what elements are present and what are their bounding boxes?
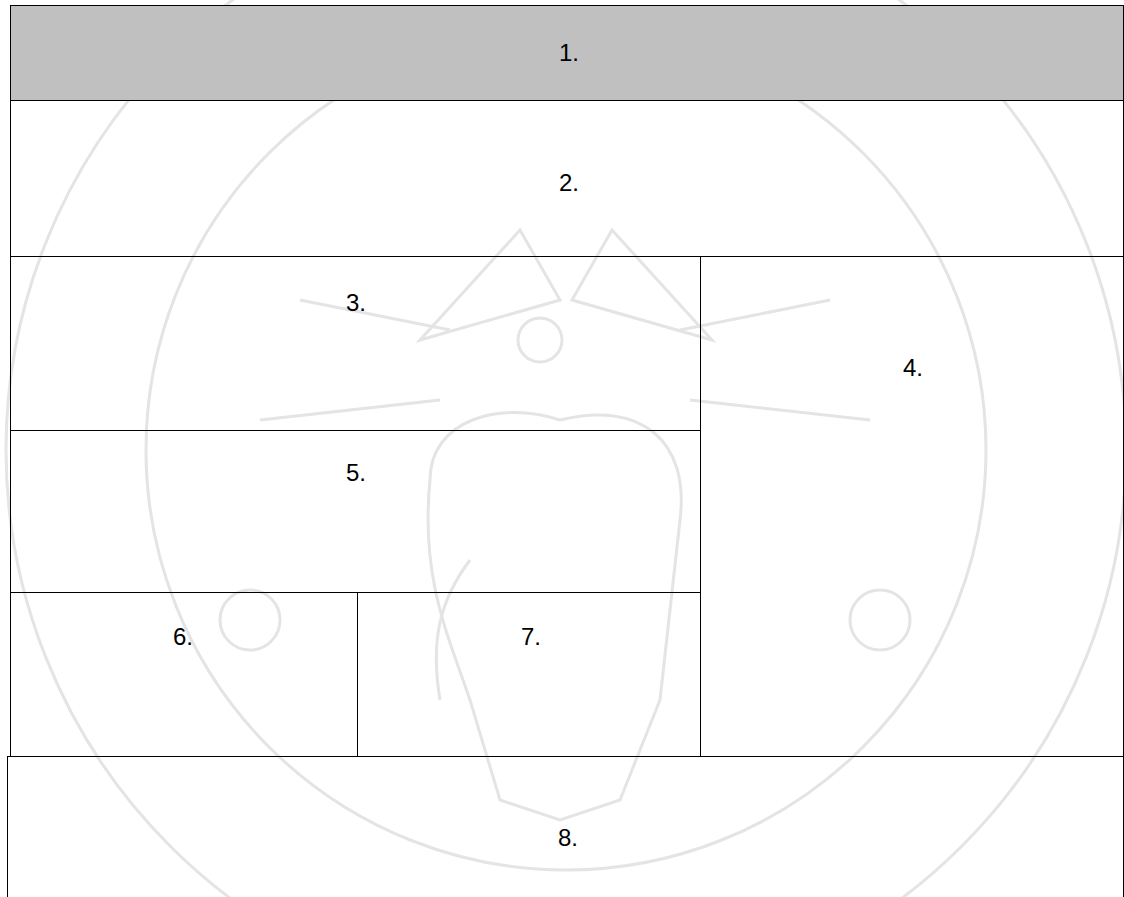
layout-region: 5.	[10, 430, 701, 593]
region-number: 8.	[558, 824, 578, 853]
layout-region: 7.	[357, 592, 701, 757]
region-number: 7.	[521, 623, 541, 652]
region-number: 5.	[346, 459, 366, 488]
region-number: 4.	[903, 354, 923, 383]
layout-region: 8.	[7, 756, 1124, 897]
region-number: 1.	[559, 39, 579, 68]
region-number: 2.	[559, 169, 579, 198]
region-number: 3.	[346, 289, 366, 318]
region-number: 6.	[173, 623, 193, 652]
layout-region: 6.	[10, 592, 358, 757]
layout-region: 3.	[10, 256, 701, 431]
layout-region: 2.	[10, 100, 1124, 257]
layout-region: 4.	[700, 256, 1124, 757]
layout-region: 1.	[10, 5, 1124, 101]
